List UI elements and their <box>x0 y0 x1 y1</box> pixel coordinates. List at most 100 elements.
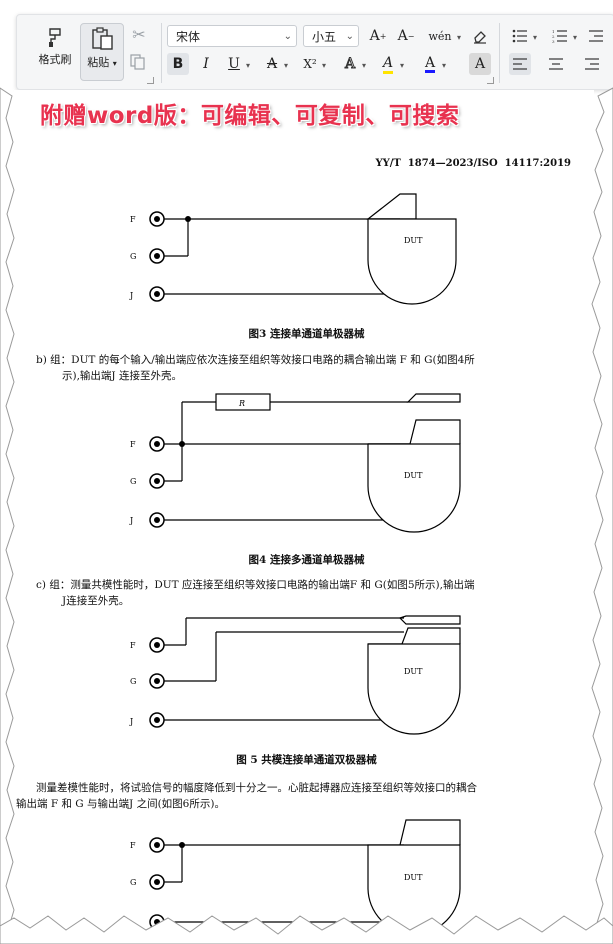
numbered-list-icon: 1 2 3 <box>552 29 567 43</box>
figure-3-caption: 图3 连接单通道单极器械 <box>248 328 365 340</box>
bullet-list-button[interactable] <box>509 25 531 47</box>
chevron-down-icon[interactable]: ▾ <box>284 61 289 70</box>
standard-header: YY/T 1874—2023/ISO 14117:2019 <box>375 158 571 169</box>
svg-text:3: 3 <box>552 39 555 43</box>
terminal-label-f: F <box>130 215 136 224</box>
svg-text:G: G <box>130 878 136 887</box>
clipboard-expand-icon[interactable] <box>147 77 154 84</box>
chevron-down-icon[interactable]: ▾ <box>400 61 405 70</box>
italic-icon: I <box>203 56 209 72</box>
align-center-icon <box>549 58 563 70</box>
superscript-icon: X² <box>303 57 317 71</box>
paste-label: 粘贴 ▾ <box>87 56 117 69</box>
format-painter-label: 格式刷 <box>38 53 72 66</box>
phonetic-icon: wén <box>428 29 452 43</box>
chevron-down-icon: ⌄ <box>345 31 354 42</box>
indent-icon <box>589 30 603 42</box>
svg-text:F: F <box>130 841 136 850</box>
figure-3: F G J DUT <box>120 190 460 314</box>
bold-icon: B <box>172 56 184 72</box>
text-effect-icon: A <box>344 56 356 73</box>
chevron-down-icon: ⌄ <box>283 31 292 42</box>
svg-text:G: G <box>130 677 136 686</box>
chevron-down-icon[interactable]: ▾ <box>457 33 462 42</box>
font-dialog-expand-icon[interactable] <box>487 77 494 84</box>
figure-4-caption: 图4 连接多通道单极器械 <box>248 554 365 566</box>
chevron-down-icon[interactable]: ▾ <box>246 61 251 70</box>
svg-text:DUT: DUT <box>404 471 423 480</box>
italic-button[interactable]: I <box>195 53 217 75</box>
eraser-icon <box>474 31 486 44</box>
paragraph-b-line1: b) 组：DUT 的每个输入/输出端应依次连接至组织等效接口电路的耦合输出端 F… <box>36 354 475 366</box>
svg-text:J: J <box>129 717 133 726</box>
highlight-button[interactable]: A <box>377 53 399 75</box>
paste-button[interactable]: 粘贴 ▾ <box>80 23 124 81</box>
paragraph-differential-line2: 输出端 F 和 G 与输出端J 之间(如图6所示)。 <box>16 798 225 810</box>
clear-format-button[interactable] <box>469 25 491 47</box>
ribbon-toolbar: 格式刷 粘贴 ▾ ✂ 宋体 ⌄ 小五 ⌄ A <box>16 14 613 90</box>
svg-text:DUT: DUT <box>404 667 423 676</box>
chevron-down-icon[interactable]: ▾ <box>362 61 367 70</box>
svg-text:1: 1 <box>552 29 555 34</box>
paste-icon <box>92 27 113 50</box>
grow-font-button[interactable]: A+ <box>369 28 387 44</box>
grow-font-icon: A <box>369 28 380 44</box>
svg-text:2: 2 <box>552 34 555 39</box>
indent-button[interactable] <box>585 25 607 47</box>
bullet-list-icon <box>512 29 527 43</box>
figure-6: F G DUT <box>120 818 470 944</box>
chevron-down-icon[interactable]: ▾ <box>533 33 538 42</box>
paragraph-c-line2: J连接至外壳。 <box>62 595 130 607</box>
terminal-label-j: J <box>129 291 133 300</box>
format-painter-icon <box>49 28 61 47</box>
svg-text:F: F <box>130 641 136 650</box>
svg-text:G: G <box>130 477 136 486</box>
strikethrough-button[interactable]: A <box>261 53 283 75</box>
svg-text:DUT: DUT <box>404 873 423 882</box>
align-center-button[interactable] <box>545 53 567 75</box>
bold-button[interactable]: B <box>167 53 189 75</box>
font-name-value: 宋体 <box>176 30 201 44</box>
char-shading-button[interactable]: A <box>469 53 491 75</box>
paragraph-b-line2: 示),输出端J 连接至外壳。 <box>62 370 182 382</box>
chevron-down-icon[interactable]: ▾ <box>573 33 578 42</box>
chevron-down-icon[interactable]: ▾ <box>322 61 327 70</box>
copy-icon[interactable] <box>129 53 149 73</box>
shrink-font-button[interactable]: A− <box>397 28 415 44</box>
chevron-down-icon[interactable]: ▾ <box>442 61 447 70</box>
divider <box>161 23 162 83</box>
font-name-select[interactable]: 宋体 ⌄ <box>167 25 297 47</box>
svg-text:F: F <box>130 440 136 449</box>
promo-banner: 附赠word版：可编辑、可复制、可搜索 <box>40 96 540 129</box>
figure-5: F G J DUT <box>120 614 470 738</box>
paragraph-differential-line1: 测量差模性能时，将试验信号的幅度降低到十分之一。心脏起搏器应连接至组织等效接口的… <box>36 782 477 794</box>
divider <box>499 23 500 83</box>
align-right-icon <box>585 58 599 70</box>
cut-icon[interactable]: ✂ <box>132 25 146 44</box>
strikethrough-icon: A <box>266 56 278 72</box>
paragraph-c: c) 组：测量共模性能时，DUT 应连接至组织等效接口电路的输出端F 和 G(如… <box>36 577 576 609</box>
figure-5-caption: 图 5 共模连接单通道双极器械 <box>236 754 377 766</box>
shrink-font-icon: A <box>397 28 408 44</box>
font-color-button[interactable]: A <box>419 53 441 75</box>
dut-label: DUT <box>404 236 423 245</box>
underline-button[interactable]: U <box>223 53 245 75</box>
align-left-icon <box>513 58 527 70</box>
font-size-select[interactable]: 小五 ⌄ <box>303 25 359 47</box>
paragraph-c-line1: c) 组：测量共模性能时，DUT 应连接至组织等效接口电路的输出端F 和 G(如… <box>36 579 475 591</box>
svg-text:J: J <box>129 516 133 525</box>
highlighter-icon: A <box>382 55 394 74</box>
format-painter-button[interactable]: 格式刷 <box>35 25 75 85</box>
numbered-list-button[interactable]: 1 2 3 <box>549 25 571 47</box>
font-color-icon: A <box>424 54 436 73</box>
phonetic-guide-button[interactable]: wén <box>425 25 455 47</box>
paragraph-b: b) 组：DUT 的每个输入/输出端应依次连接至组织等效接口电路的耦合输出端 F… <box>36 352 576 384</box>
align-left-button[interactable] <box>509 53 531 75</box>
chevron-down-icon: ▾ <box>112 59 117 68</box>
text-effect-button[interactable]: A <box>339 53 361 75</box>
document-page <box>14 90 594 944</box>
superscript-button[interactable]: X² <box>299 53 321 75</box>
figure-4: F G J R DUT <box>120 390 470 540</box>
align-right-button[interactable] <box>581 53 603 75</box>
